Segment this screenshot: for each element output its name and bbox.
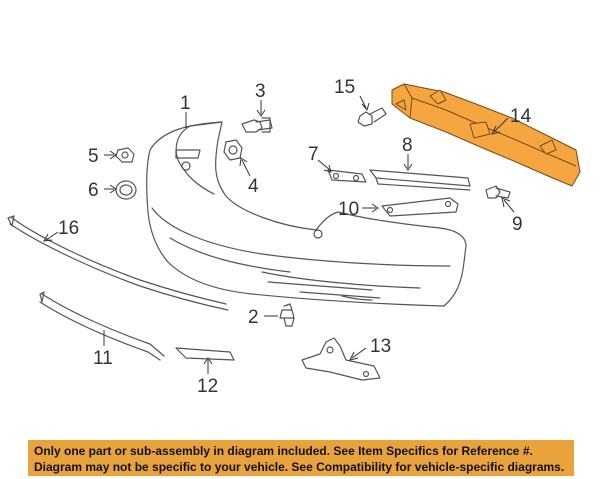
part-7-bracket [327, 169, 367, 183]
part-16-strip [7, 215, 229, 311]
callout-8: 8 [402, 135, 413, 156]
callout-2: 2 [248, 307, 259, 328]
callout-13: 13 [370, 336, 391, 357]
part-6-plug [115, 180, 137, 200]
part-9-screw [485, 185, 511, 199]
callout-4: 4 [248, 176, 259, 197]
part-2-clip [279, 303, 295, 327]
callout-16: 16 [58, 218, 79, 239]
part-4-nut [223, 139, 243, 161]
leader-7 [317, 159, 332, 173]
callout-3: 3 [255, 81, 266, 102]
leader-5 [104, 150, 117, 160]
callout-1: 1 [180, 93, 191, 114]
callout-15: 15 [334, 77, 355, 98]
leader-14 [491, 117, 509, 135]
bumper-parts-diagram: 1 2 3 4 5 6 7 8 9 10 11 12 13 14 15 16 [7, 77, 581, 397]
disclaimer-banner: Only one part or sub-assembly in diagram… [28, 440, 574, 476]
leader-13 [349, 347, 367, 361]
part-10-bracket [381, 197, 459, 217]
callout-6: 6 [88, 180, 99, 201]
callout-7: 7 [308, 144, 319, 165]
part-14-reinforcement-beam [391, 83, 581, 187]
callout-14: 14 [510, 106, 532, 127]
callout-12: 12 [197, 376, 218, 397]
part-5-nut [115, 147, 135, 163]
part-11-strip [39, 291, 165, 361]
part-bumper-cover [146, 121, 467, 307]
part-15-screw [357, 107, 387, 127]
callout-5: 5 [88, 146, 99, 167]
callout-9: 9 [512, 214, 523, 235]
leader-9 [501, 197, 515, 213]
part-3-bolt [241, 117, 273, 133]
part-12-reflector [175, 347, 235, 361]
leader-3 [256, 100, 266, 117]
leader-6 [104, 184, 117, 194]
disclaimer-line-2: Diagram may not be specific to your vehi… [34, 460, 565, 474]
leader-12 [203, 357, 213, 374]
disclaimer-line-1: Only one part or sub-assembly in diagram… [34, 444, 533, 458]
leader-15 [359, 95, 370, 112]
leader-8 [403, 154, 413, 171]
part-13-bracket [301, 337, 381, 381]
callout-10: 10 [338, 199, 359, 220]
leader-4 [239, 157, 251, 177]
leader-10 [362, 203, 379, 213]
callout-11: 11 [93, 348, 113, 369]
part-8-bracket [369, 169, 471, 191]
leader-16 [43, 231, 59, 242]
